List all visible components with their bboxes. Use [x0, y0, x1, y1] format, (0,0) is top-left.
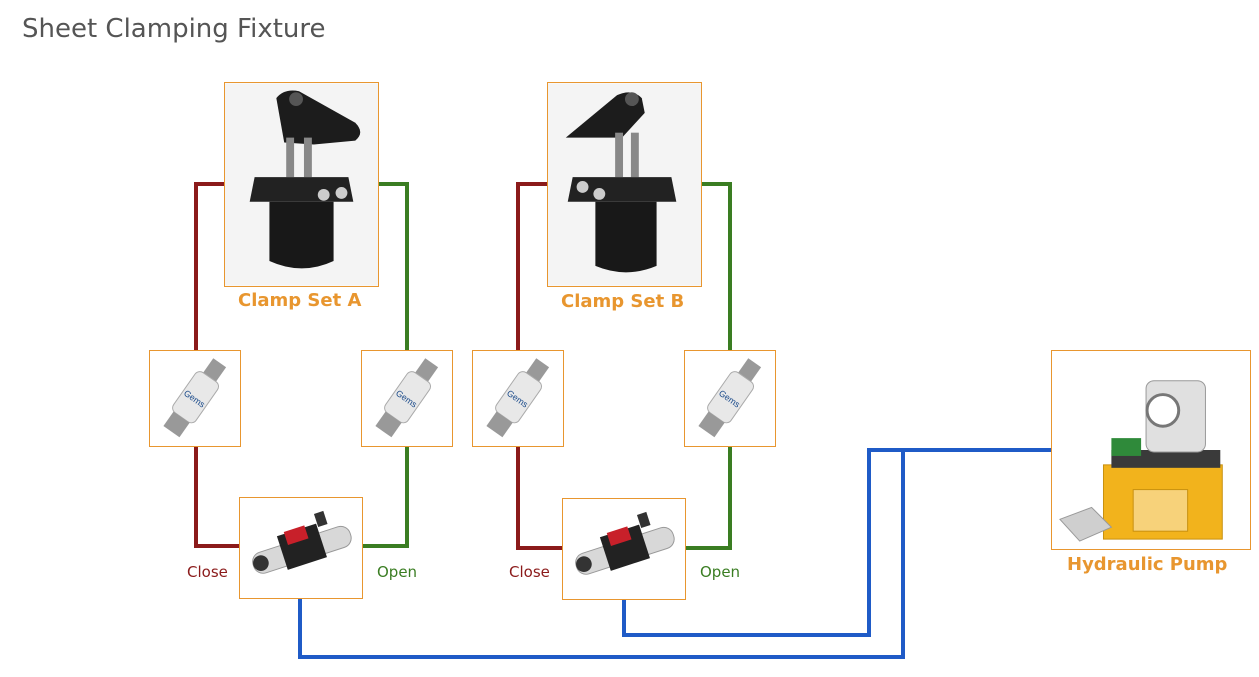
clamp-b-open-line	[700, 182, 732, 352]
pressure-sensor-a-close: Gems	[149, 350, 241, 447]
clamp-a-open-line-lower	[362, 446, 409, 548]
valve-a-open-label: Open	[377, 563, 418, 581]
pump-line-to-valve-b	[622, 448, 903, 637]
valve-b-close-label: Close	[509, 563, 550, 581]
clamp-b-open-line-lower	[685, 446, 732, 550]
solenoid-valve-icon	[575, 511, 675, 575]
clamp-set-a-image	[224, 82, 379, 287]
hydraulic-pump-image	[1051, 350, 1251, 550]
directional-valve-b	[562, 498, 686, 600]
diagram-title: Sheet Clamping Fixture	[22, 14, 326, 44]
directional-valve-a	[239, 497, 363, 599]
swing-clamp-icon	[548, 83, 701, 286]
pressure-sensor-b-close: Gems	[472, 350, 564, 447]
clamp-b-close-line	[516, 182, 548, 352]
clamp-set-b-label: Clamp Set B	[561, 291, 685, 312]
pump-line-to-valve-a	[298, 448, 1052, 659]
pressure-sensor-a-open: Gems	[361, 350, 453, 447]
clamp-a-close-line-lower	[194, 446, 240, 548]
clamp-set-b-image	[547, 82, 702, 287]
clamp-a-open-line	[377, 182, 409, 352]
clamp-a-close-line	[194, 182, 225, 352]
pressure-sensor-icon: Gems	[375, 358, 439, 438]
pressure-sensor-icon: Gems	[163, 358, 227, 438]
valve-b-open-label: Open	[700, 563, 741, 581]
clamp-b-close-line-lower	[516, 446, 563, 550]
hydraulic-pump-icon	[1052, 351, 1250, 549]
clamp-set-a-label: Clamp Set A	[238, 290, 362, 311]
swing-clamp-icon	[225, 83, 378, 286]
pressure-sensor-icon: Gems	[698, 358, 762, 438]
pressure-sensor-icon: Gems	[486, 358, 550, 438]
solenoid-valve-icon	[252, 510, 352, 574]
pressure-sensor-b-open: Gems	[684, 350, 776, 447]
hydraulic-pump-label: Hydraulic Pump	[1067, 554, 1228, 575]
valve-a-close-label: Close	[187, 563, 228, 581]
